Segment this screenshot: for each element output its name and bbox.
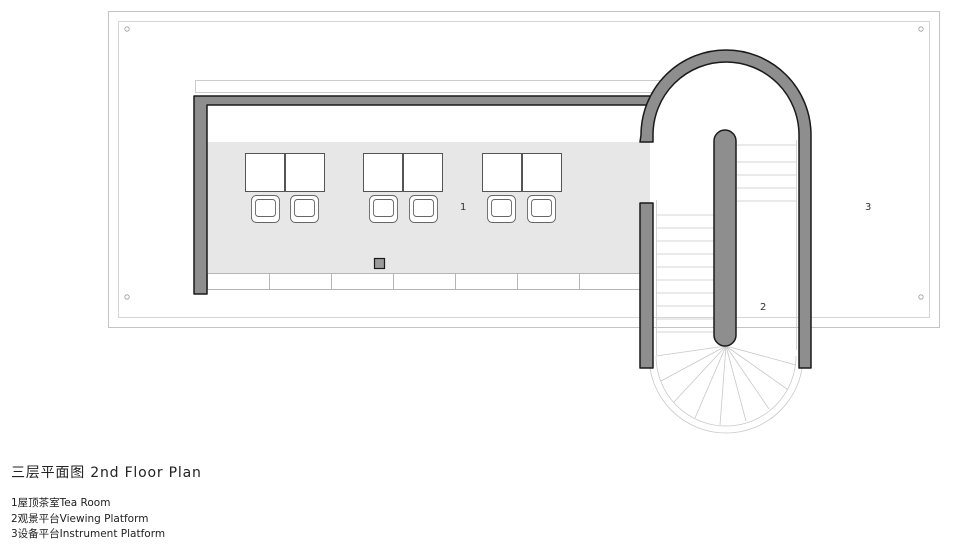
area-label-viewing-platform: 2 <box>760 302 766 313</box>
chair <box>290 195 319 223</box>
stair-enclosure-wall <box>639 49 812 369</box>
roof-outline-outer <box>108 11 940 328</box>
chair <box>251 195 280 223</box>
corner-bolt <box>918 26 924 32</box>
corner-bolt <box>124 26 130 32</box>
legend-item-viewing-platform: 2观景平台Viewing Platform <box>11 512 149 525</box>
tea-table <box>363 153 443 192</box>
plan-title: 三层平面图 2nd Floor Plan <box>11 465 202 481</box>
chair <box>369 195 398 223</box>
spiral-stair-treads <box>648 345 804 434</box>
legend-item-tea-room: 1屋顶茶室Tea Room <box>11 497 111 509</box>
walls <box>193 49 812 369</box>
roof-outline-inner <box>118 21 930 318</box>
legend-item-instrument-platform: 3设备平台Instrument Platform <box>11 528 166 540</box>
corner-bolt <box>918 294 924 300</box>
stair-treads <box>656 144 796 333</box>
area-label-tea-room: 1 <box>460 202 466 213</box>
parapet-line <box>195 80 661 93</box>
stair-wall-left <box>639 202 654 369</box>
structural-column <box>373 257 386 270</box>
plan-caption: 三层平面图 2nd Floor Plan 1屋顶茶室Tea Room 2观景平台… <box>11 462 202 543</box>
window-strip <box>207 273 641 290</box>
stair-core <box>713 129 737 347</box>
tea-table <box>245 153 325 192</box>
corner-bolt <box>124 294 130 300</box>
chair <box>409 195 438 223</box>
chair <box>527 195 556 223</box>
chair <box>487 195 516 223</box>
area-label-instrument-platform: 3 <box>865 202 871 213</box>
tea-table <box>482 153 562 192</box>
